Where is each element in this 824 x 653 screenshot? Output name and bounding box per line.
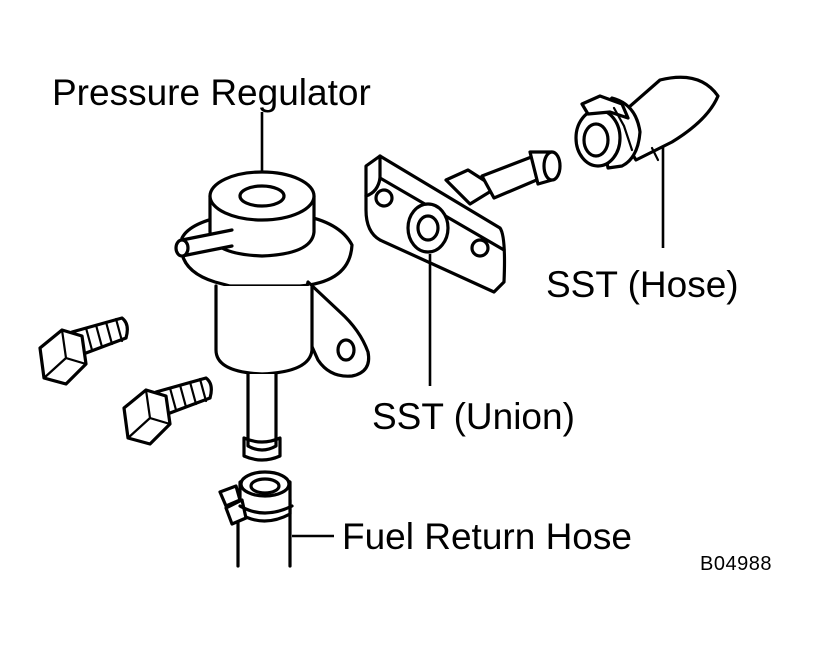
figure-code: B04988 — [700, 553, 772, 575]
bolt-lower — [122, 376, 213, 446]
pressure-regulator-label: Pressure Regulator — [52, 72, 371, 113]
bolt-upper — [38, 316, 129, 386]
sst-union-part — [364, 150, 562, 294]
sst-hose-part — [574, 75, 720, 170]
fuel-return-hose-part — [218, 470, 294, 568]
sst-union-label: SST (Union) — [372, 396, 575, 437]
fuel-return-hose-label: Fuel Return Hose — [342, 516, 632, 557]
pressure-regulator-part — [174, 170, 371, 462]
sst-hose-label: SST (Hose) — [546, 264, 739, 305]
